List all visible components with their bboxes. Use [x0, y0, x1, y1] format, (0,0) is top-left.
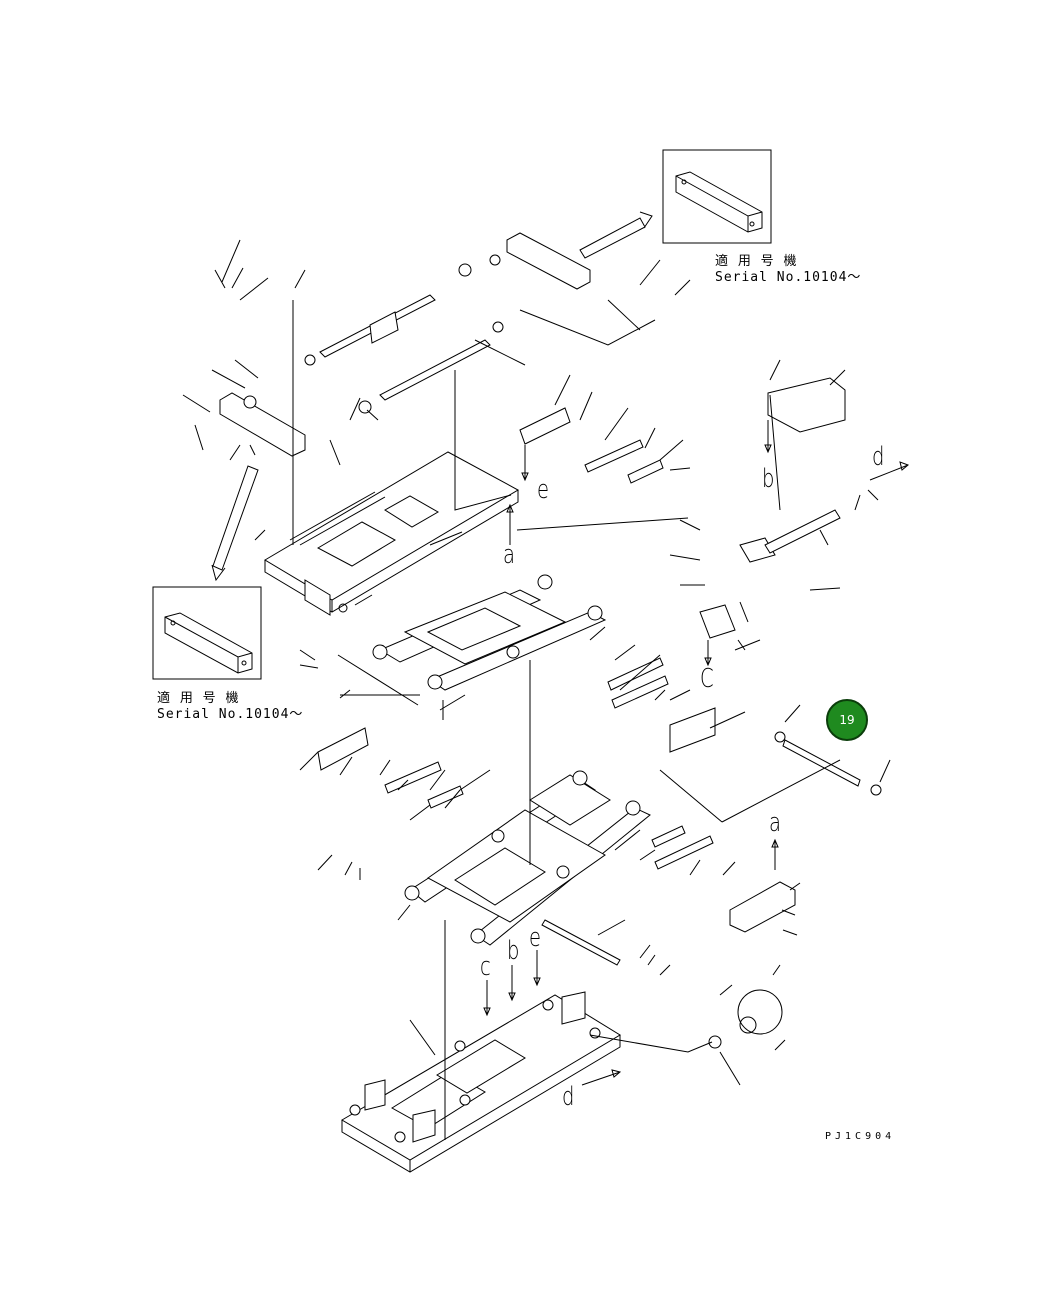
base-plate	[341, 991, 621, 1173]
inset-caption-line1: 適 用 号 機	[715, 254, 798, 269]
inset-caption-line1: 適 用 号 機	[157, 691, 240, 706]
upper-scissor-arms	[372, 574, 607, 691]
view-letter-d: d	[562, 1082, 575, 1112]
inset-left-caption: 適 用 号 機 Serial No.10104〜	[157, 691, 303, 723]
view-letter-b: b	[507, 936, 520, 966]
view-letter-d: d	[872, 442, 885, 472]
part-callout-19[interactable]: 19	[826, 699, 868, 741]
lower-scissor-arms	[404, 770, 651, 946]
leader-lines	[182, 239, 891, 1140]
inset-left	[152, 586, 262, 680]
shims-and-bushings	[317, 407, 716, 966]
right-side-parts	[699, 377, 882, 1049]
inset-top-right-caption: 適 用 号 機 Serial No.10104〜	[715, 254, 861, 286]
upper-rail-plate	[264, 451, 520, 616]
drawing-code: PJ1C904	[825, 1131, 896, 1142]
view-letter-e: e	[529, 923, 541, 953]
view-letter-e: e	[537, 475, 549, 505]
top-rail-parts	[219, 232, 591, 457]
inset-caption-line2: Serial No.10104〜	[157, 707, 304, 722]
view-letter-b: b	[762, 464, 775, 494]
view-letter-c: c	[480, 952, 491, 982]
view-letter-a: a	[769, 808, 781, 838]
direction-arrows	[211, 211, 909, 1086]
view-letter-c: C	[700, 664, 714, 694]
inset-top-right	[662, 149, 772, 244]
inset-caption-line2: Serial No.10104〜	[715, 270, 862, 285]
view-letter-a: a	[503, 540, 515, 570]
